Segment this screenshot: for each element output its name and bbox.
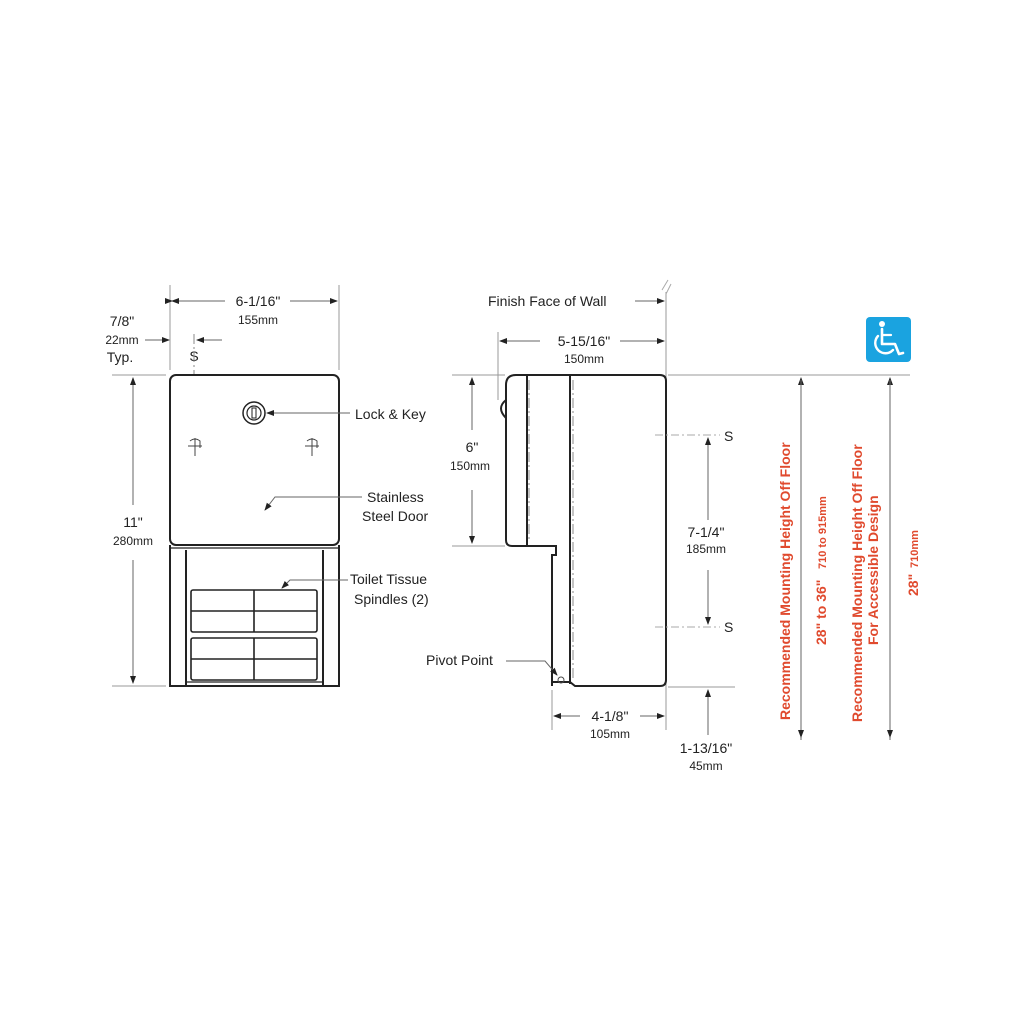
mounting-hole-icon: [188, 438, 319, 456]
stainless-steel-door: [169, 374, 340, 546]
upper-height-mm: 150mm: [450, 459, 490, 473]
stud-spacing-inches: 7-1/4": [688, 524, 725, 540]
depth-mm: 150mm: [564, 352, 604, 366]
lock-icon: [242, 401, 266, 425]
stud-spacing-mm: 185mm: [686, 542, 726, 556]
lock-callout: Lock & Key: [355, 406, 426, 422]
bottom-offset-mm: 45mm: [689, 759, 722, 773]
width-inches: 6-1/16": [236, 293, 281, 309]
door-callout-line2: Steel Door: [362, 508, 428, 524]
standard-mounting-inches: 28" to 36": [813, 580, 829, 645]
accessible-mounting-mm: 710mm: [909, 530, 921, 568]
bottom-depth-mm: 105mm: [590, 727, 630, 741]
offset-note: Typ.: [107, 349, 133, 365]
offset-inches: 7/8": [110, 313, 134, 329]
finish-face-wall-label: Finish Face of Wall: [488, 293, 607, 309]
dispenser-housing: [169, 545, 340, 687]
depth-inches: 5-15/16": [558, 333, 610, 349]
height-mm: 280mm: [113, 534, 153, 548]
height-inches: 11": [123, 514, 143, 530]
bottom-offset-inches: 1-13/16": [680, 740, 732, 756]
width-dimension: 6-1/16" 155mm: [165, 293, 338, 327]
accessible-mounting-label-line1: Recommended Mounting Height Off Floor: [849, 444, 865, 722]
standard-mounting-label: Recommended Mounting Height Off Floor: [777, 442, 793, 720]
stud-marker-bottom: S: [724, 619, 733, 635]
dispenser-side-profile: [500, 374, 667, 687]
door-callout-line1: Stainless: [367, 489, 424, 505]
spindles-callout-line2: Spindles (2): [354, 591, 429, 607]
standard-mounting-mm: 710 to 915mm: [817, 496, 829, 569]
mounting-heights: Recommended Mounting Height Off Floor 28…: [668, 317, 921, 740]
toilet-tissue-spindles: [190, 589, 318, 681]
width-mm: 155mm: [238, 313, 278, 327]
accessible-mounting-label-line2: For Accessible Design: [865, 495, 881, 645]
upper-height-inches: 6": [466, 439, 479, 455]
height-dimension: 11" 280mm: [112, 374, 166, 687]
offset-mm: 22mm: [105, 333, 138, 347]
front-view: 6-1/16" 155mm 7/8" 22mm Typ. S 11" 280mm: [105, 285, 429, 687]
wheelchair-icon: [866, 317, 911, 362]
pivot-point-label: Pivot Point: [426, 652, 493, 668]
stud-marker-top: S: [724, 428, 733, 444]
accessible-mounting-inches: 28": [905, 574, 921, 596]
bottom-depth-inches: 4-1/8": [592, 708, 629, 724]
side-view: Finish Face of Wall 5-15/16" 150mm 6" 15…: [426, 279, 735, 773]
spindles-callout-line1: Toilet Tissue: [350, 571, 427, 587]
